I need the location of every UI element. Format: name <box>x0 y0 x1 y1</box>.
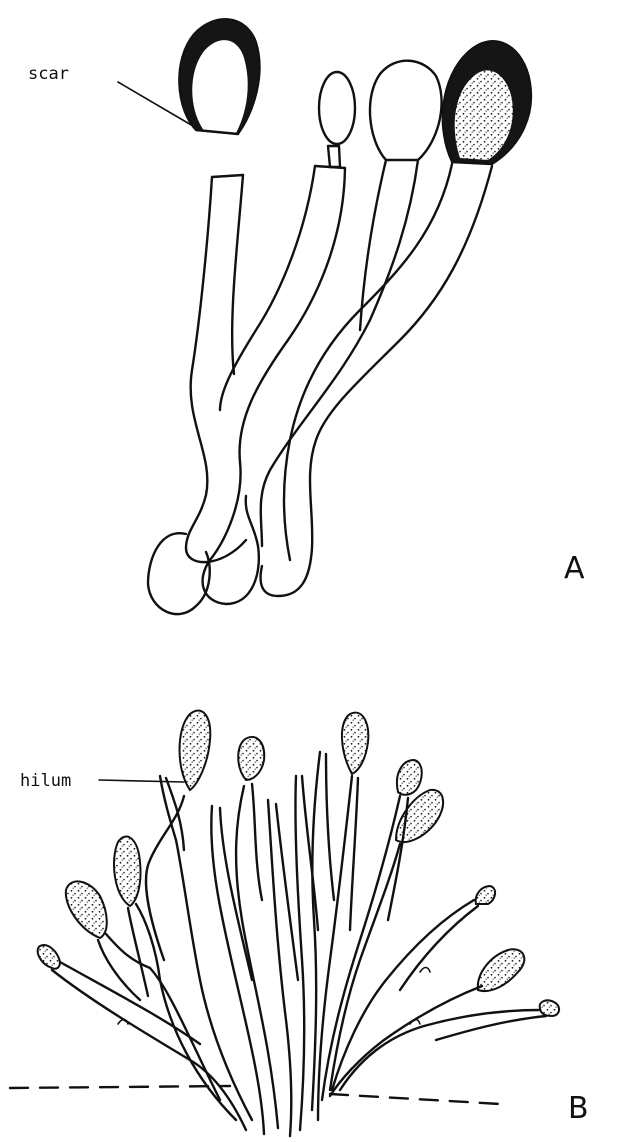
spore-7 <box>66 881 107 938</box>
panel-b: hilum <box>10 710 589 1136</box>
hyphae-fascicle <box>52 752 546 1136</box>
stippled-spores <box>38 710 559 1016</box>
spore-6 <box>114 836 141 906</box>
spore-11 <box>540 1000 559 1016</box>
basidium-third <box>261 61 442 546</box>
substrate-line <box>10 1086 500 1104</box>
spore-10 <box>478 949 525 991</box>
spore-1 <box>180 710 211 790</box>
spore-3 <box>342 713 368 774</box>
scar-label: scar <box>28 64 69 84</box>
basidium-second <box>203 72 355 604</box>
hilum-label: hilum <box>20 771 71 791</box>
hilum-leader-line <box>99 780 184 782</box>
detached-spore <box>179 19 259 134</box>
hilum-annotation: hilum <box>20 771 184 791</box>
basidium-left <box>148 175 246 614</box>
spore-4 <box>397 760 422 795</box>
panel-a: scar <box>28 19 585 614</box>
scar-annotation: scar <box>28 64 193 126</box>
spore-9 <box>476 886 495 904</box>
panel-a-letter: A <box>564 551 585 586</box>
spore-2 <box>238 737 264 780</box>
spore-8 <box>38 945 60 969</box>
panel-b-letter: B <box>568 1091 589 1126</box>
